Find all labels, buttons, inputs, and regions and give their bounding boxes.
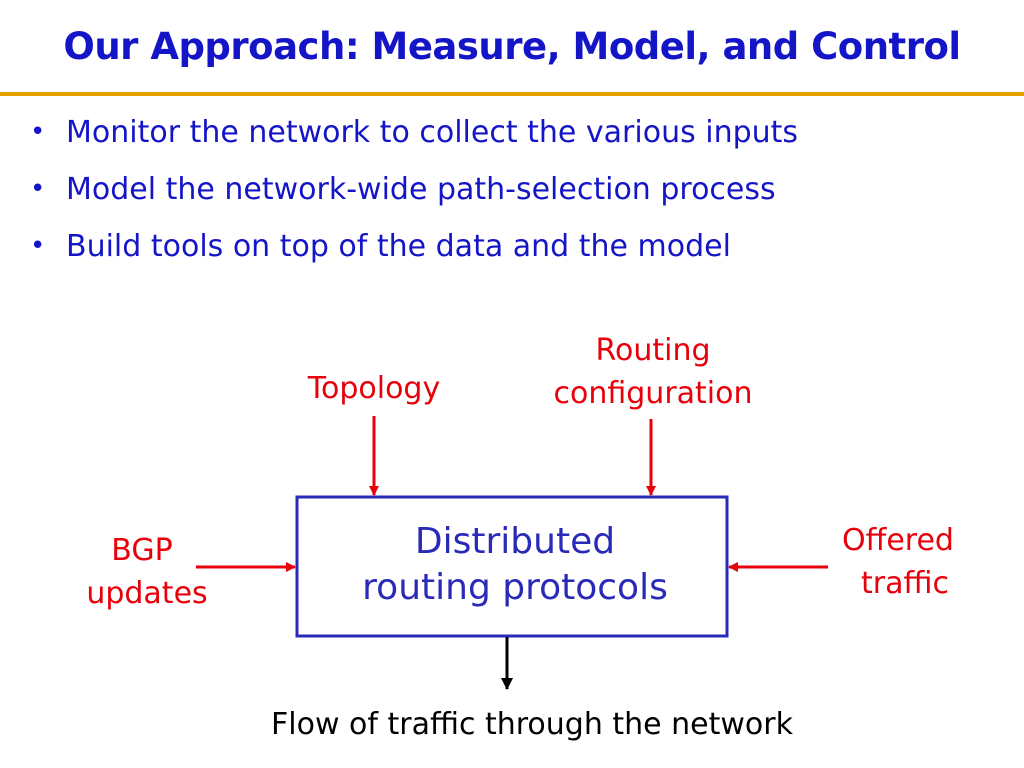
bullet-item: • Monitor the network to collect the vari… <box>28 104 798 161</box>
bullet-item: • Model the network-wide path-selection p… <box>28 161 798 218</box>
bgp-label-line1: BGP <box>111 533 172 568</box>
box-label-line1: Distributed <box>415 521 615 562</box>
routing-protocols-box <box>295 495 729 638</box>
title-divider <box>0 92 1024 96</box>
bullet-text: Monitor the network to collect the vario… <box>66 115 799 150</box>
slide-title: Our Approach: Measure, Model, and Contro… <box>63 25 961 68</box>
box-label-line2: routing protocols <box>362 567 668 608</box>
bullet-dot-icon: • <box>30 117 46 147</box>
bullet-item: • Build tools on top of the data and the … <box>28 218 798 275</box>
bullet-text: Model the network-wide path-selection pr… <box>66 172 776 207</box>
bullet-dot-icon: • <box>30 174 46 204</box>
bullet-text: Build tools on top of the data and the m… <box>66 229 731 264</box>
bgp-label-line2: updates <box>86 576 207 611</box>
offered-label-line1: Offered <box>842 523 954 558</box>
bullet-list: • Monitor the network to collect the vari… <box>28 104 798 275</box>
routing-label-line1: Routing <box>595 333 710 368</box>
output-label: Flow of traffic through the network <box>271 707 794 742</box>
offered-label-line2: traffic <box>861 566 949 601</box>
topology-label: Topology <box>307 371 440 406</box>
routing-label-line2: configuration <box>554 376 753 411</box>
bullet-dot-icon: • <box>30 231 46 261</box>
